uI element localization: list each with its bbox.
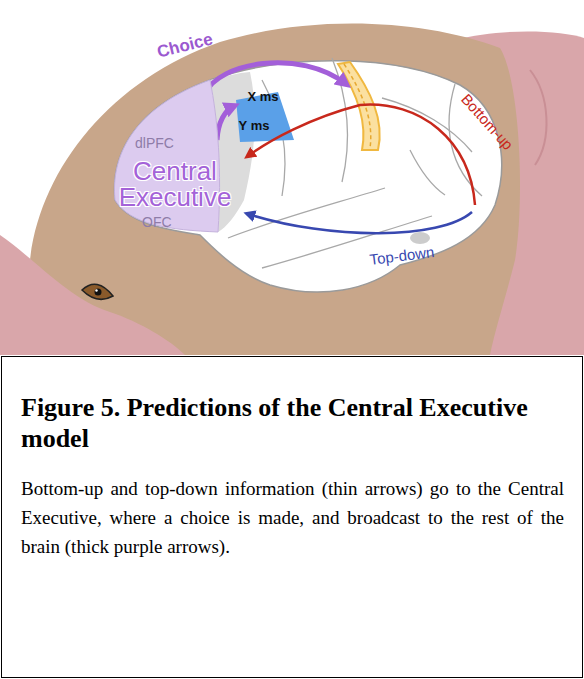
figure-caption: Bottom-up and top-down information (thin… [21, 474, 564, 561]
face-skin [0, 235, 185, 355]
eye-highlight [95, 289, 97, 291]
brain-spot [410, 232, 430, 244]
top-down-arrow [248, 212, 472, 233]
eye [82, 284, 113, 299]
timing-label: Y ms [239, 118, 270, 134]
caption-box: Figure 5. Predictions of the Central Exe… [1, 356, 583, 678]
pupil [95, 289, 102, 296]
bottom-up-arrow [248, 105, 475, 205]
pathway-label: Top-down [369, 243, 436, 269]
choice-label: Choice [155, 29, 215, 62]
pathway-label: Bottom-up [457, 90, 517, 153]
region-label: OFC [142, 214, 172, 230]
head-fur [30, 23, 520, 355]
sulcus-line [228, 188, 385, 238]
region-title: Central Executive [108, 158, 242, 210]
brain-sulci [228, 58, 482, 268]
choice-arrow [217, 106, 234, 140]
figure-heading: Figure 5. Predictions of the Central Exe… [21, 392, 564, 454]
sulcus-line [410, 150, 445, 195]
central-executive-region: dlPFC Central ExecutiveOFC [100, 78, 250, 243]
timing-label: X ms [247, 89, 278, 105]
sulcus-line [382, 98, 472, 152]
region-label: dlPFC [135, 135, 174, 151]
ear-contour [530, 70, 546, 165]
